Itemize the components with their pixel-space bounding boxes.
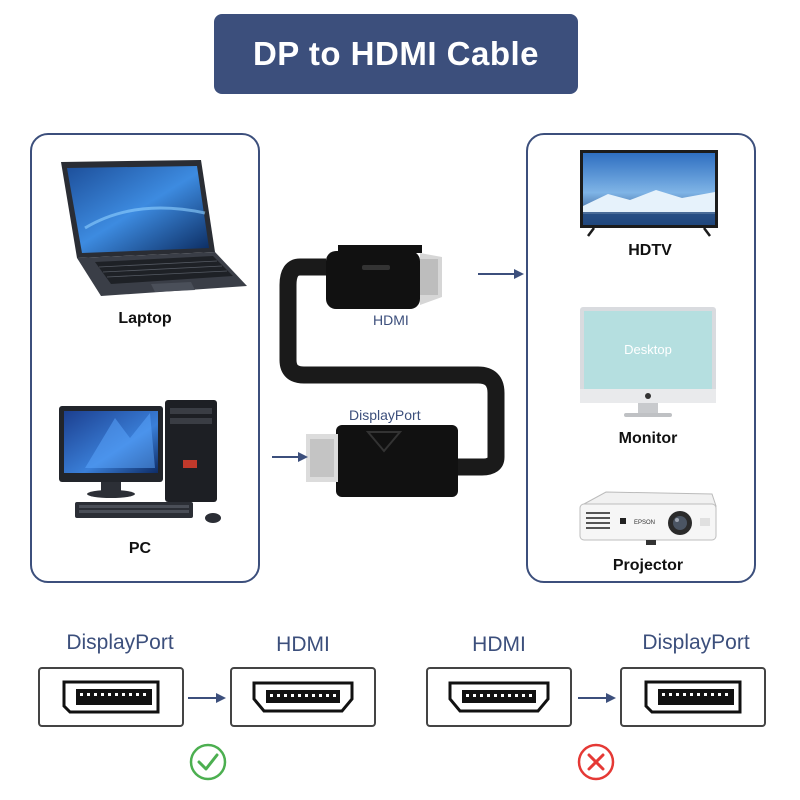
title-banner: DP to HDMI Cable	[214, 14, 578, 94]
cross-circle-icon	[577, 743, 615, 781]
laptop-icon	[61, 160, 247, 296]
target-label-monitor: Monitor	[618, 430, 678, 447]
port-box-displayport	[38, 667, 184, 727]
arrow-to-targets-icon	[478, 269, 524, 279]
displayport-connector	[306, 425, 458, 497]
compat-supported-to-label: HDMI	[276, 633, 330, 656]
compat-arrow-1-icon	[188, 693, 226, 703]
monitor-icon: Desktop	[580, 307, 716, 417]
check-circle-icon	[189, 743, 227, 781]
source-label-laptop: Laptop	[118, 310, 172, 327]
port-box-displayport-2	[620, 667, 766, 727]
compat-arrow-2-icon	[578, 693, 616, 703]
compat-supported-from-label: DisplayPort	[66, 631, 174, 654]
compat-unsupported-from-label: HDMI	[472, 633, 526, 656]
source-label-pc: PC	[128, 540, 152, 557]
tv-icon	[580, 150, 718, 237]
desktop-pc-icon	[59, 400, 221, 523]
cable-label-displayport: DisplayPort	[349, 407, 421, 423]
displayport-port-icon	[644, 680, 742, 714]
projector-brand: EPSON	[634, 520, 655, 526]
hdmi-connector	[326, 245, 442, 309]
target-label-hdtv: HDTV	[628, 242, 672, 259]
page-title: DP to HDMI Cable	[252, 35, 540, 72]
compat-unsupported-to-label: DisplayPort	[642, 631, 750, 654]
hdmi-port-icon	[448, 681, 550, 713]
cable-label-hdmi: HDMI	[373, 312, 409, 328]
port-box-hdmi	[230, 667, 376, 727]
port-box-hdmi-2	[426, 667, 572, 727]
arrow-from-sources-icon	[272, 452, 308, 462]
monitor-screen-text: Desktop	[624, 342, 672, 357]
projector-icon: EPSON	[579, 491, 717, 545]
displayport-port-icon	[62, 680, 160, 714]
target-label-projector: Projector	[612, 557, 684, 574]
dp-to-hdmi-cable	[279, 245, 505, 497]
hdmi-port-icon	[252, 681, 354, 713]
